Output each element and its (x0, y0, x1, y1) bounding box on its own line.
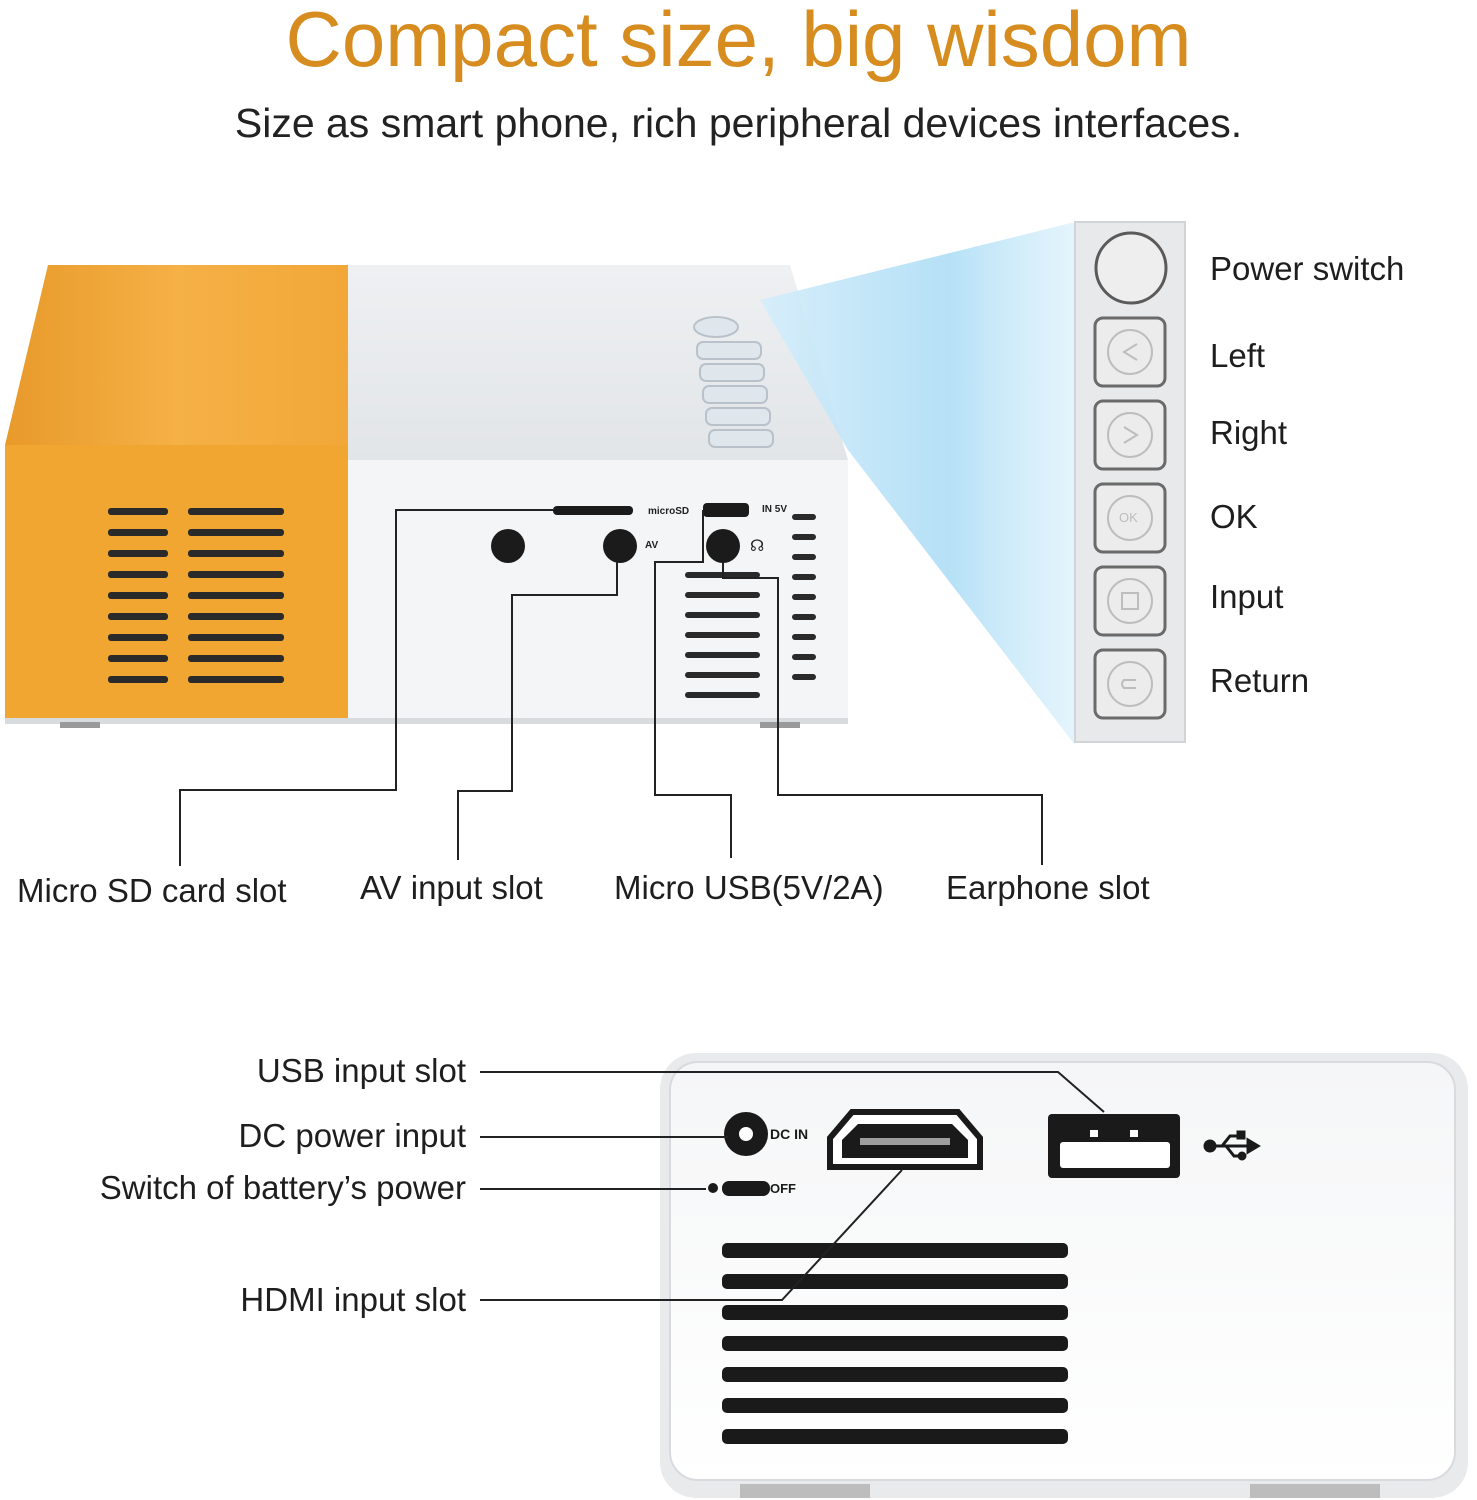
microsd-slot-label: Micro SD card slot (17, 872, 287, 909)
input-label: Input (1210, 578, 1284, 615)
right-label: Right (1210, 414, 1288, 451)
power-button-shape (1094, 231, 1168, 305)
orange-vents (108, 508, 284, 683)
microusb-slot-shape (703, 503, 749, 517)
right-button-shape (1093, 399, 1167, 471)
earphone-jack-shape (706, 529, 740, 563)
av-jack-shape (603, 529, 637, 563)
return-label: Return (1210, 662, 1310, 699)
microsd-marking: microSD (648, 506, 690, 517)
ok-label: OK (1210, 498, 1258, 535)
earphone-slot-label: Earphone slot (946, 869, 1150, 906)
page-subtitle: Size as smart phone, rich peripheral dev… (234, 100, 1243, 146)
microsd-slot-shape (553, 506, 633, 515)
orange-front-face (5, 445, 348, 720)
white-front-face (348, 460, 848, 720)
left-label: Left (1210, 337, 1266, 374)
input-button-shape (1093, 565, 1167, 637)
left-button-shape (1093, 316, 1167, 388)
av-input-label: AV input slot (360, 869, 543, 906)
device-top-buttons (693, 316, 774, 448)
ok-button-shape (1093, 482, 1167, 554)
micro-usb-label: Micro USB(5V/2A) (614, 869, 884, 906)
port-hole-1 (491, 529, 525, 563)
rear-vents (722, 1243, 1068, 1444)
dcin-marking: DC IN (770, 1126, 809, 1142)
usb-icon (1203, 1130, 1261, 1161)
ok-button-marking: OK (1119, 510, 1138, 525)
headphone-icon: ☊ (750, 538, 765, 555)
usb-input-label: USB input slot (256, 1052, 466, 1089)
white-top-face (348, 265, 848, 460)
battery-switch-label: Switch of battery’s power (99, 1169, 466, 1206)
page-title: Compact size, big wisdom (285, 0, 1192, 83)
return-button-shape (1093, 648, 1167, 720)
in5v-marking: IN 5V (762, 504, 788, 515)
off-marking: OFF (770, 1181, 796, 1196)
front-leader-lines (179, 509, 1043, 866)
dc-power-label: DC power input (238, 1117, 466, 1154)
hdmi-input-label: HDMI input slot (240, 1281, 466, 1318)
projector-beam (760, 222, 1075, 745)
battery-switch-shape (722, 1181, 770, 1196)
front-vents (685, 514, 816, 698)
av-marking: AV (645, 540, 659, 551)
power-switch-label: Power switch (1210, 250, 1405, 287)
orange-top-face (5, 265, 348, 445)
rear-leader-lines (480, 1071, 1105, 1301)
button-panel (1074, 221, 1186, 743)
